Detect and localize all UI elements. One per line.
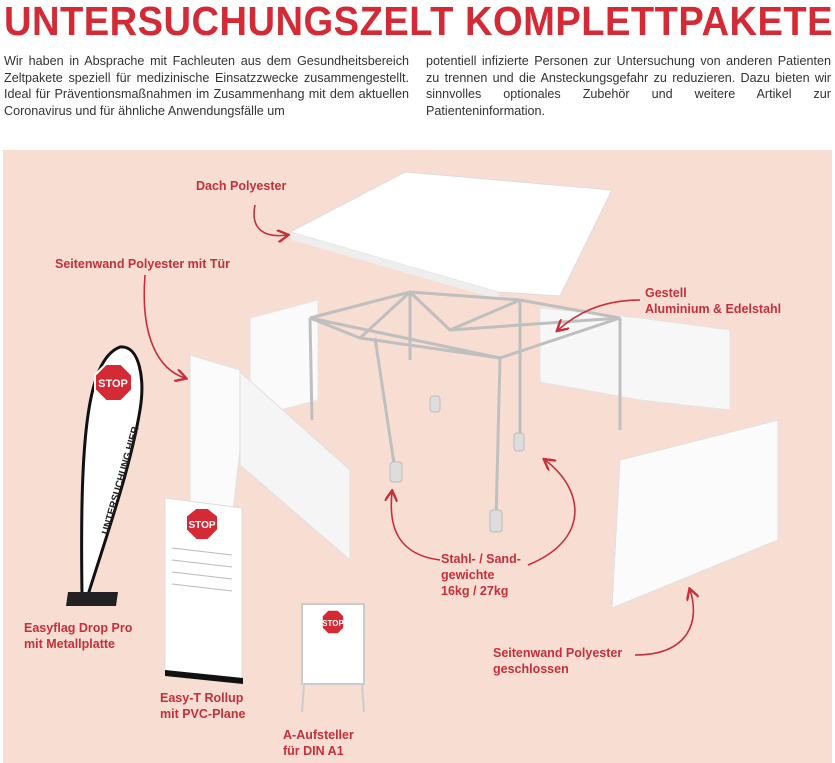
label-weights-line3: 16kg / 27kg: [441, 584, 509, 598]
side-wall-closed: [611, 419, 779, 609]
tent-roof: [288, 171, 613, 297]
label-rollup-line2: mit PVC-Plane: [160, 707, 246, 721]
a-stand-stop-sign: STOP: [322, 619, 344, 628]
intro-column-2: potentiell infizierte Personen zur Unter…: [426, 54, 831, 118]
rollup-stop-sign: STOP: [188, 520, 215, 531]
label-weights-line1: Stahl- / Sand-: [441, 552, 521, 566]
label-frame: Gestell Aluminium & Edelstahl: [645, 285, 781, 317]
label-flag-line1: Easyflag Drop Pro: [24, 621, 133, 635]
flag: [80, 345, 144, 597]
label-weights: Stahl- / Sand- gewichte 16kg / 27kg: [441, 551, 521, 599]
label-roof: Dach Polyester: [196, 179, 287, 193]
label-closed-wall-line2: geschlossen: [493, 662, 569, 676]
label-frame-line2: Aluminium & Edelstahl: [645, 302, 782, 316]
label-frame-line1: Gestell: [645, 286, 687, 300]
weights: [389, 395, 525, 533]
label-rollup: Easy-T Rollup mit PVC-Plane: [160, 690, 245, 722]
flag-stop-sign: STOP: [98, 378, 128, 390]
side-wall-back-right: [539, 307, 731, 411]
label-flag: Easyflag Drop Pro mit Metallplatte: [24, 620, 132, 652]
label-closed-wall-line1: Seitenwand Polyester: [493, 646, 623, 660]
label-door-wall: Seitenwand Polyester mit Tür: [55, 257, 231, 271]
callout-arrows: [143, 204, 693, 656]
label-a-stand-line2: für DIN A1: [283, 744, 344, 758]
label-flag-line2: mit Metallplatte: [24, 637, 115, 651]
label-closed-wall: Seitenwand Polyester geschlossen: [493, 645, 622, 677]
label-weights-line2: gewichte: [441, 568, 495, 582]
label-a-stand-line1: A-Aufsteller: [283, 728, 354, 742]
tent-frame: [308, 290, 622, 521]
intro-column-1: Wir haben in Absprache mit Fachleuten au…: [4, 54, 409, 118]
side-wall-door: [189, 354, 241, 521]
page-title: UNTERSUCHUNGSZELT KOMPLETTPAKETE: [4, 0, 834, 44]
label-a-stand: A-Aufsteller für DIN A1: [283, 727, 354, 759]
label-rollup-line1: Easy-T Rollup: [160, 691, 244, 705]
